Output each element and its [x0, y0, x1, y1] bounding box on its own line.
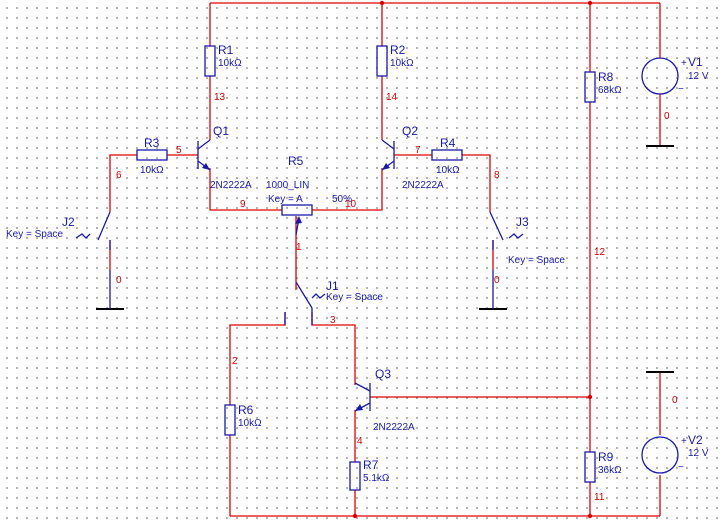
switch-key: Key = Space	[508, 255, 565, 266]
pot-value: 1000_LIN	[266, 180, 309, 191]
resistor-r6[interactable]: R6 10kΩ	[224, 403, 262, 436]
emitter-arrow-icon	[382, 163, 390, 170]
junction-dot	[352, 513, 358, 519]
resistor-value: 10kΩ	[390, 58, 414, 69]
node-label: 3	[330, 315, 336, 326]
resistor-r7[interactable]: R7 5.1kΩ	[349, 458, 390, 491]
wire-node-8	[462, 154, 491, 212]
voltage-source-v2[interactable]: + V2 12 V −	[641, 433, 709, 474]
resistor-value: 10kΩ	[140, 165, 164, 176]
pot-setting: 50%	[332, 194, 352, 205]
resistor-name: R1	[218, 43, 234, 57]
voltage-source-v1[interactable]: + V1 12 V −	[641, 55, 709, 95]
source-minus-sign: −	[678, 84, 684, 95]
node-label: 5	[176, 145, 182, 156]
resistor-name: R7	[363, 458, 379, 472]
node-label: 10	[345, 199, 357, 210]
junction-dot	[587, 513, 593, 519]
junctions	[352, 0, 593, 519]
switch-key: Key = Space	[6, 229, 63, 240]
transistor-name: Q2	[402, 124, 418, 138]
node-label: 1	[296, 242, 302, 253]
transistor-name: Q1	[213, 124, 229, 138]
resistor-r1[interactable]: R1 10kΩ	[204, 43, 242, 77]
resistor-name: R9	[598, 450, 614, 464]
emitter-arrow-icon	[202, 163, 210, 170]
node-label: 0	[116, 275, 122, 286]
node-label: 7	[415, 145, 421, 156]
node-label: 11	[594, 492, 605, 503]
resistor-r8[interactable]: R8 68kΩ	[584, 70, 622, 103]
wiper-arrow-icon	[295, 216, 302, 224]
resistor-name: R8	[598, 70, 614, 84]
junction-dot	[587, 0, 593, 6]
junction-dot	[379, 0, 385, 6]
wire-node-9	[209, 168, 282, 211]
resistor-name: R3	[144, 136, 160, 150]
potentiometer-r5[interactable]: R5 1000_LIN Key = A 50%	[266, 154, 352, 236]
junction-dot	[587, 394, 593, 400]
resistor-value: 5.1kΩ	[363, 473, 390, 484]
pot-name: R5	[288, 154, 304, 168]
wires	[109, 2, 661, 517]
resistor-r4[interactable]: R4 10kΩ	[431, 136, 463, 176]
node-label: 6	[116, 170, 122, 181]
source-plus-sign: +	[681, 58, 687, 69]
emitter-arrow-icon	[355, 404, 363, 411]
wire-node-2	[229, 312, 286, 405]
transistor-model: 2N2222A	[373, 422, 415, 433]
source-minus-sign: −	[678, 462, 684, 473]
node-label: 4	[357, 436, 363, 447]
resistor-value: 68kΩ	[598, 85, 622, 96]
switch-j1[interactable]: J1 Key = Space	[284, 279, 383, 325]
switch-name: J2	[62, 215, 75, 229]
resistor-value: 36kΩ	[598, 465, 622, 476]
transistor-q3[interactable]: Q3 2N2222A	[354, 367, 415, 433]
source-plus-sign: +	[681, 436, 687, 447]
node-label: 14	[386, 92, 398, 103]
resistor-r3[interactable]: R3 10kΩ	[136, 136, 168, 176]
switch-j3[interactable]: J3 Key = Space	[489, 211, 565, 266]
resistor-name: R2	[390, 43, 406, 57]
resistor-name: R6	[238, 403, 254, 417]
switch-name: J1	[326, 279, 339, 293]
node-label: 8	[494, 170, 500, 181]
switch-key: Key = Space	[326, 292, 383, 303]
node-label: 13	[214, 92, 226, 103]
pot-key: Key = A	[268, 194, 303, 205]
node-label: 12	[594, 247, 606, 258]
node-labels: 13 14 5 6 7 8 9 10 1 2 3 4 12 11 0 0 0 0	[116, 92, 678, 503]
node-label: 2	[232, 356, 238, 367]
switch-name: J3	[516, 215, 529, 229]
resistor-value: 10kΩ	[436, 165, 460, 176]
switch-j2[interactable]: J2 Key = Space	[6, 211, 111, 250]
transistor-q1[interactable]: Q1 2N2222A	[197, 124, 252, 191]
source-value: 12 V	[688, 448, 709, 459]
resistor-value: 10kΩ	[218, 58, 242, 69]
resistor-r2[interactable]: R2 10kΩ	[376, 43, 414, 77]
wire-node-6	[109, 154, 137, 212]
source-name: V2	[688, 433, 703, 447]
node-label: 0	[664, 111, 670, 122]
transistor-model: 2N2222A	[402, 180, 444, 191]
source-name: V1	[688, 55, 703, 69]
resistor-name: R4	[440, 136, 456, 150]
wire-node-10	[312, 168, 383, 211]
grounds	[96, 145, 674, 373]
resistor-value: 10kΩ	[238, 418, 262, 429]
transistor-model: 2N2222A	[210, 180, 252, 191]
source-value: 12 V	[688, 71, 709, 82]
resistor-r9[interactable]: R9 36kΩ	[584, 450, 622, 483]
transistor-name: Q3	[375, 367, 391, 381]
transistor-q2[interactable]: Q2 2N2222A	[381, 124, 444, 191]
node-label: 0	[494, 275, 500, 286]
node-label: 9	[240, 199, 246, 210]
node-label: 0	[672, 395, 678, 406]
